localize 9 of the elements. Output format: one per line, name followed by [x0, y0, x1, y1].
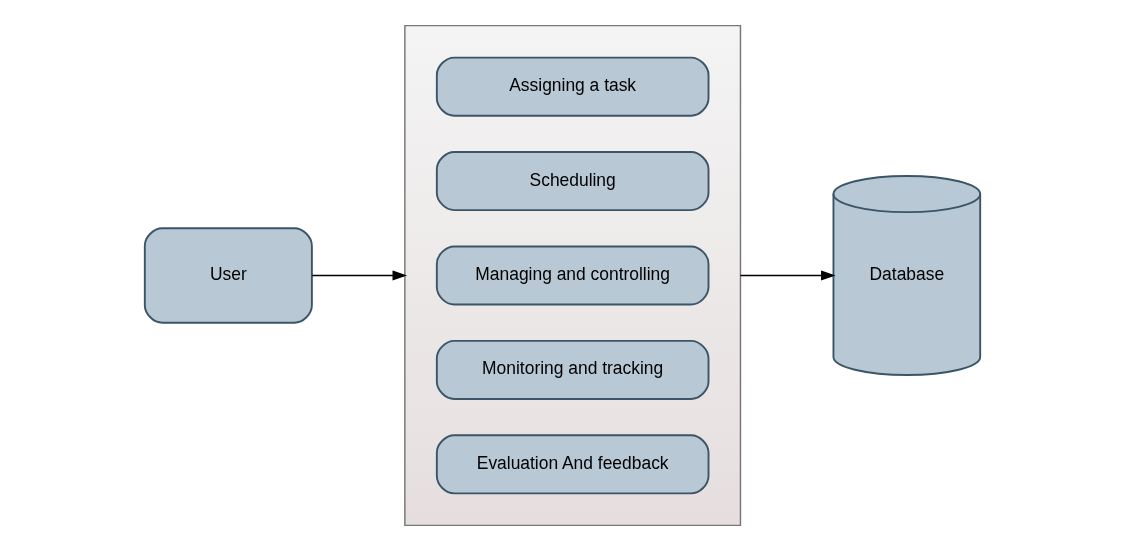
arrow	[311, 270, 408, 281]
node-box: Evaluation And feedback	[435, 434, 710, 495]
cluster	[404, 24, 742, 527]
node-box: Managing and controlling	[435, 245, 710, 306]
node-box: Scheduling	[435, 151, 710, 212]
node-box: Monitoring and tracking	[435, 339, 710, 400]
node-box: User	[143, 227, 313, 324]
node-box: Assigning a task	[435, 56, 710, 117]
arrow	[739, 270, 836, 281]
